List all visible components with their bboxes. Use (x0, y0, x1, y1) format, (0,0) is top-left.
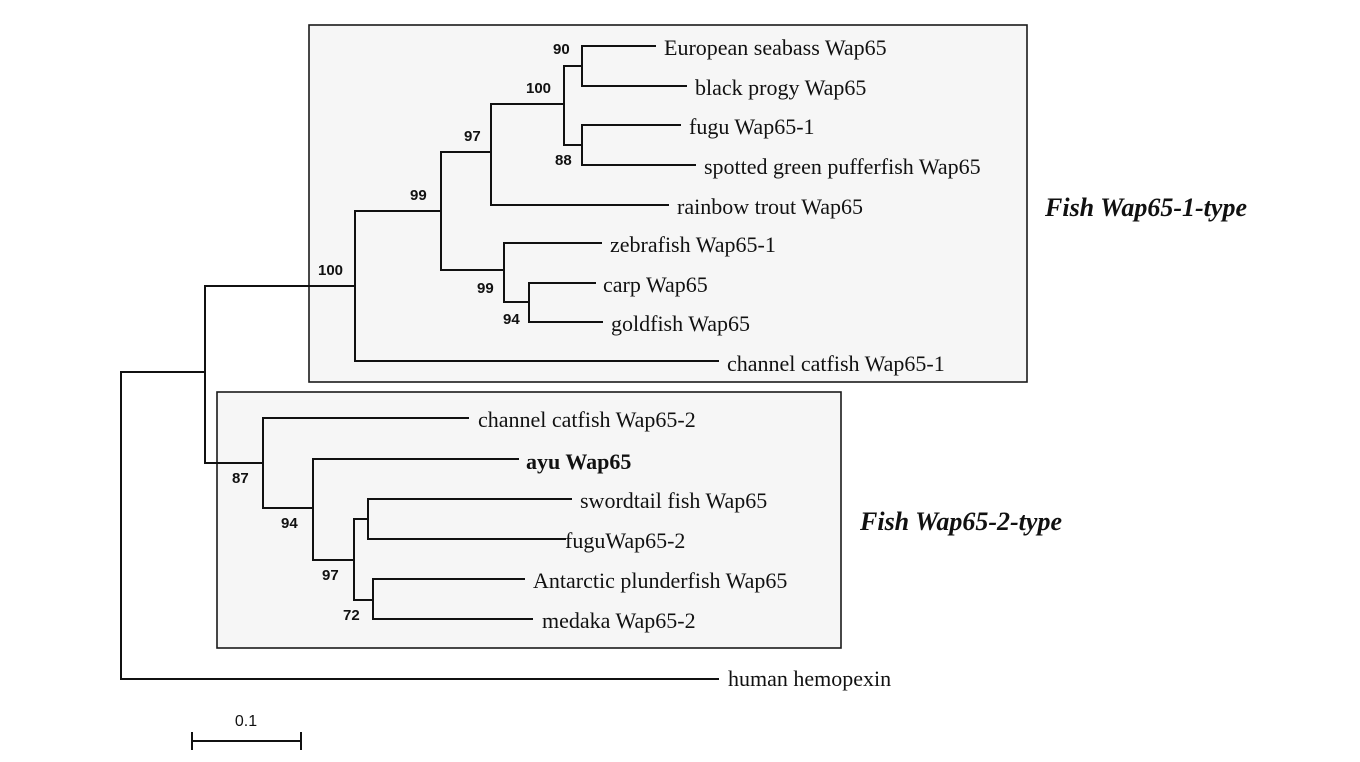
taxon-label: channel catfish Wap65-1 (727, 351, 945, 376)
taxon-label: spotted green pufferfish Wap65 (704, 154, 981, 179)
wap65-2-type-box (216, 391, 842, 649)
bootstrap-value: 87 (232, 470, 249, 487)
taxon-label: rainbow trout Wap65 (677, 194, 863, 219)
taxon-label: swordtail fish Wap65 (580, 488, 767, 513)
taxon-label: human hemopexin (728, 666, 891, 691)
branch-type1-inner (440, 151, 505, 271)
wap65-1-type-box (308, 24, 1028, 383)
branch-cyprinids (503, 242, 602, 303)
bootstrap-value: 72 (343, 607, 360, 624)
bootstrap-value: 100 (526, 80, 551, 97)
tree-branches (120, 45, 719, 680)
branch-type2-root (262, 417, 469, 509)
taxon-label: European seabass Wap65 (664, 35, 887, 60)
taxon-label: channel catfish Wap65-2 (478, 407, 696, 432)
branch-acanth2 (353, 518, 374, 601)
branch-root (120, 371, 719, 680)
taxon-label-highlighted: ayu Wap65 (526, 449, 631, 474)
branch-plunder-medaka (372, 578, 533, 620)
scale-bar: 0.1 (191, 713, 302, 750)
taxon-label: carp Wap65 (603, 272, 708, 297)
branch-seabass-progy (581, 45, 687, 87)
bootstrap-value: 94 (281, 515, 298, 532)
bootstrap-value: 97 (322, 567, 339, 584)
bootstrap-value: 99 (477, 280, 494, 297)
taxon-label: Antarctic plunderfish Wap65 (533, 568, 787, 593)
branch-fish-node (204, 285, 356, 464)
branch-ayu-acanth (312, 458, 519, 561)
bootstrap-value: 90 (553, 41, 570, 58)
branch-acanth-trout (490, 103, 669, 206)
branch-fugu-puffer (581, 124, 696, 166)
taxon-label: zebrafish Wap65-1 (610, 232, 776, 257)
taxon-label: black progy Wap65 (695, 75, 866, 100)
branch-type1-root (354, 210, 719, 362)
branch-swordtail-fugu2 (367, 498, 572, 540)
bootstrap-value: 99 (410, 187, 427, 204)
scale-bar-label: 0.1 (235, 713, 257, 730)
bootstrap-value: 97 (464, 128, 481, 145)
leaf-labels: European seabass Wap65 black progy Wap65… (478, 35, 981, 691)
bootstrap-value: 88 (555, 152, 572, 169)
bootstrap-value: 94 (503, 311, 520, 328)
taxon-label: fugu Wap65-1 (689, 114, 815, 139)
branch-carp-goldfish (528, 282, 603, 323)
group-label-wap65-1: Fish Wap65-1-type (1044, 193, 1247, 222)
group-label-wap65-2: Fish Wap65-2-type (859, 507, 1062, 536)
scale-bar-line (191, 732, 302, 750)
bootstrap-value: 100 (318, 262, 343, 279)
taxon-label: goldfish Wap65 (611, 311, 750, 336)
taxon-label: fuguWap65-2 (565, 528, 685, 553)
taxon-label: medaka Wap65-2 (542, 608, 696, 633)
branch-percomorph (563, 65, 583, 146)
bootstrap-values: 90 100 88 97 99 99 94 100 87 94 97 72 (232, 41, 572, 624)
